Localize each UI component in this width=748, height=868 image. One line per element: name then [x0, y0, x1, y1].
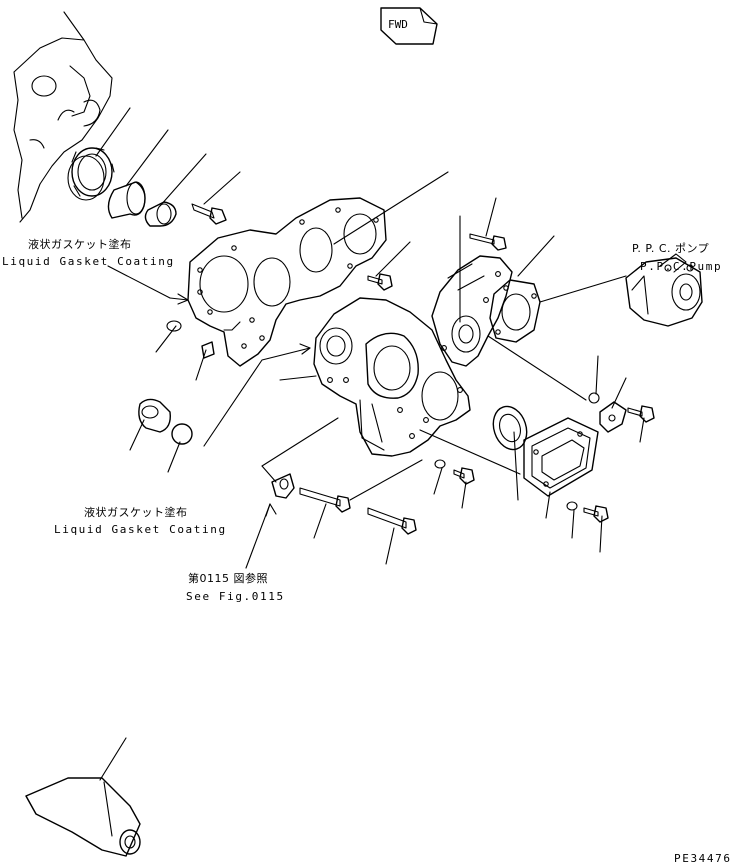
- front-plate-gasket: [187, 197, 387, 367]
- fwd-arrow-sign: [380, 7, 438, 45]
- ppc-pump-label-jp: P. P. C. ポンプ: [632, 242, 710, 255]
- bolt-3: [469, 233, 507, 251]
- drawing-number: PE34476: [674, 852, 732, 865]
- timing-gear-case: [313, 297, 471, 457]
- long-bolt-1: [299, 487, 351, 513]
- liquid-gasket-tube: [25, 777, 141, 857]
- long-bolt-2: [367, 507, 417, 535]
- ring-gear: [67, 147, 115, 201]
- liquid-gasket-label-en-1: Liquid Gasket Coating: [2, 255, 175, 268]
- ppc-pump-label-en: P.P.C.Pump: [640, 260, 723, 273]
- oil-seal: [492, 405, 528, 451]
- cover-plate: [523, 417, 599, 497]
- dowel-pin: [166, 320, 215, 359]
- arrowhead-gasket-1: [177, 293, 189, 305]
- bushing-sleeve: [107, 181, 146, 219]
- engine-block: [13, 11, 113, 223]
- pump-mounting-flange: [489, 279, 541, 343]
- upper-gear-housing: [431, 255, 513, 367]
- see-fig-label-jp: 第0115 図参照: [188, 572, 268, 585]
- see-fig-label-en: See Fig.0115: [186, 590, 285, 603]
- bolt-2: [367, 273, 393, 291]
- bracket: [271, 473, 295, 499]
- arrowhead-see-fig: [265, 503, 277, 517]
- small-cover: [588, 392, 627, 433]
- bolt-1: [191, 203, 227, 225]
- leader-lines: [95, 107, 645, 781]
- plug: [138, 398, 193, 445]
- bolt-4: [627, 405, 655, 423]
- bolt-5: [434, 459, 475, 485]
- liquid-gasket-label-jp-1: 液状ガスケット塗布: [28, 238, 132, 251]
- bolt-6: [566, 501, 609, 523]
- liquid-gasket-label-jp-2: 液状ガスケット塗布: [84, 506, 188, 519]
- small-bushing: [144, 201, 177, 227]
- arrowhead-gasket-2: [299, 343, 311, 355]
- ppc-pump: [625, 253, 703, 327]
- fwd-label: FWD: [388, 18, 408, 31]
- liquid-gasket-label-en-2: Liquid Gasket Coating: [54, 523, 227, 536]
